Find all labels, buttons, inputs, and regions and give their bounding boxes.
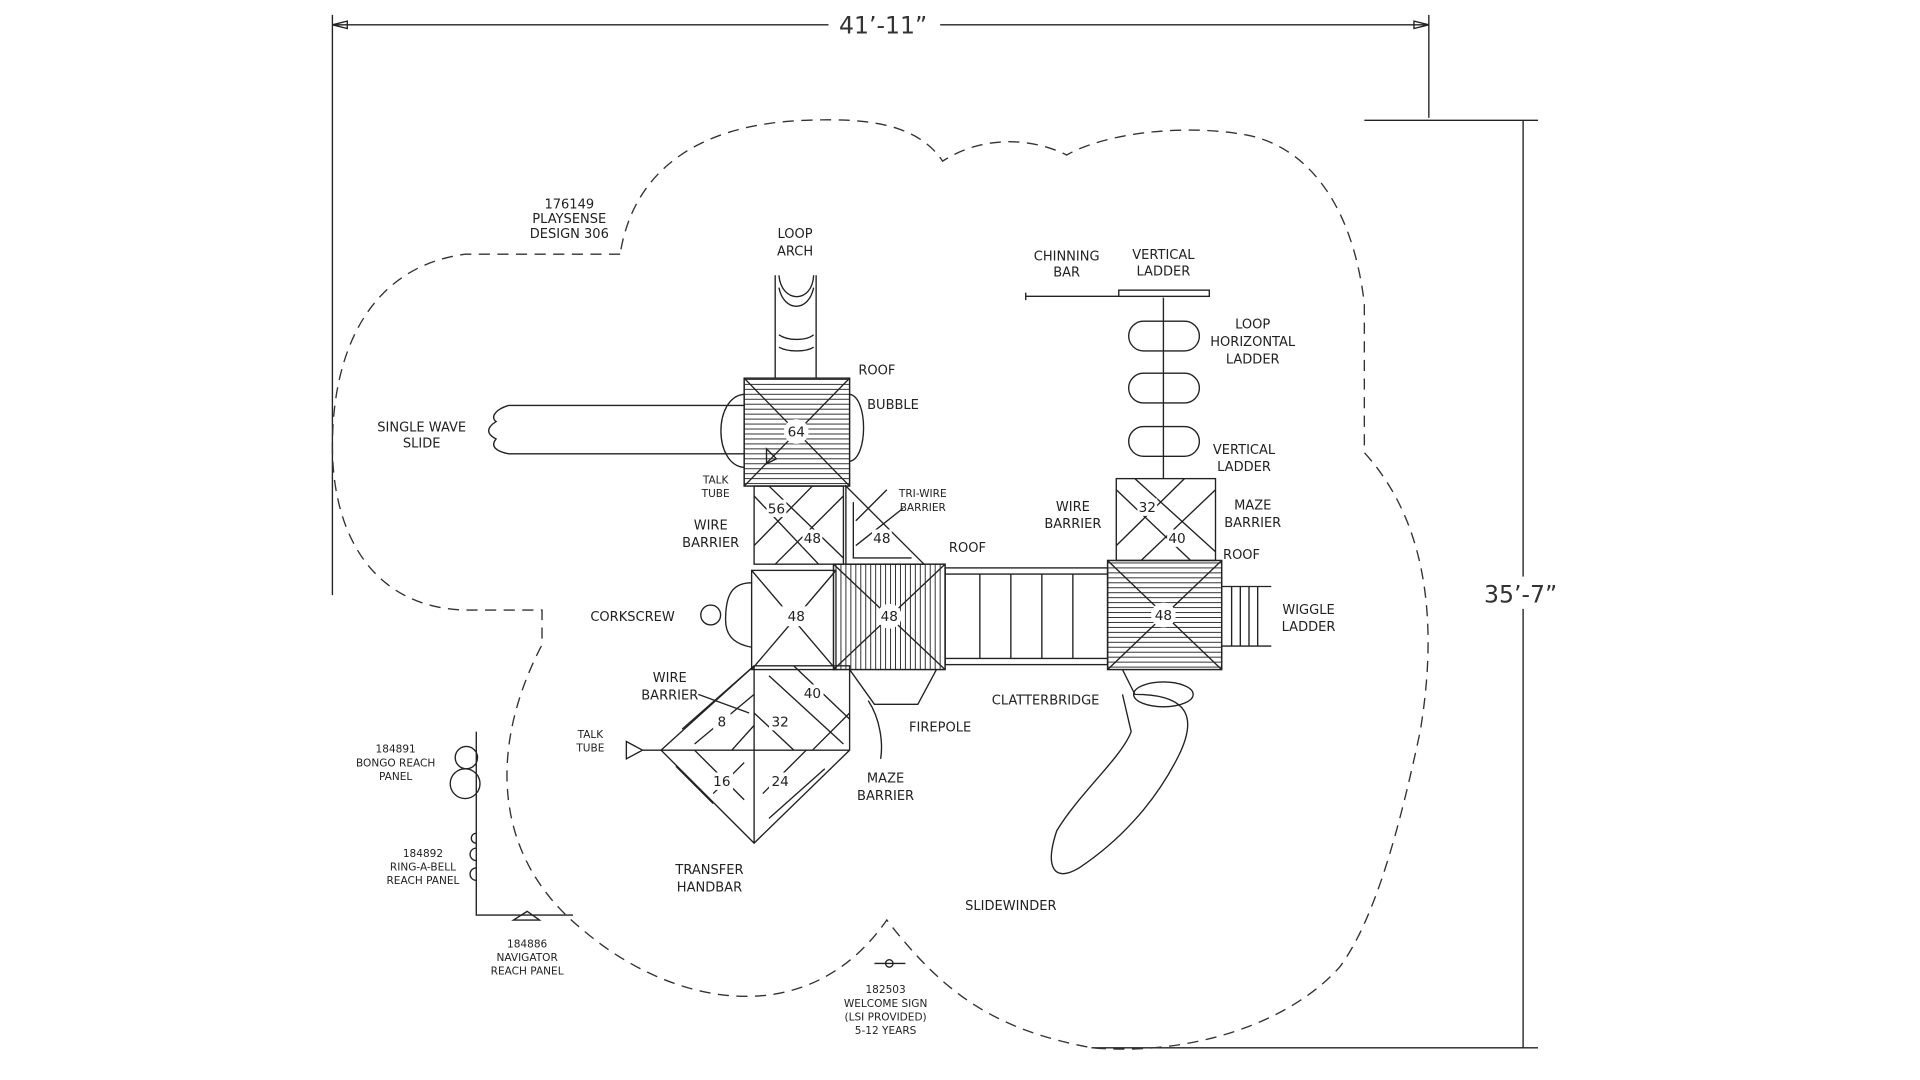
label: WIGGLE — [1282, 603, 1334, 618]
label: FIREPOLE — [909, 721, 971, 736]
loop-arch[interactable] — [774, 275, 817, 379]
deck-height: 32 — [1139, 500, 1156, 516]
roof-48-right[interactable]: 48 — [1106, 559, 1223, 671]
label: BARRIER — [1224, 516, 1281, 531]
label: (LSI PROVIDED) — [844, 1011, 926, 1023]
product-design: DESIGN 306 — [530, 227, 609, 242]
label: PANEL — [379, 771, 412, 783]
height-dimension: 35’-7” — [1091, 119, 1576, 1049]
label: WIRE — [694, 518, 728, 533]
label: SINGLE WAVE — [377, 421, 466, 436]
deck-height: 48 — [804, 531, 821, 547]
label: 184886 — [507, 938, 548, 950]
label: RING-A-BELL — [390, 861, 456, 873]
label: 184892 — [403, 848, 443, 860]
label: LADDER — [1217, 460, 1271, 475]
label: BARRIER — [641, 688, 698, 703]
deck-height: 40 — [804, 686, 821, 702]
label: LADDER — [1282, 620, 1336, 635]
label: SLIDEWINDER — [965, 899, 1056, 914]
label: TALK — [577, 729, 605, 741]
label: BAR — [1053, 266, 1080, 281]
deck-48-corkscrew[interactable]: 48 — [700, 569, 837, 671]
single-wave-slide[interactable] — [488, 393, 745, 469]
label: LOOP — [777, 227, 812, 242]
label: NAVIGATOR — [496, 952, 558, 964]
label: HORIZONTAL — [1210, 335, 1296, 350]
label: LOOP — [1235, 318, 1270, 333]
label: LADDER — [1137, 264, 1191, 279]
label: BONGO REACH — [356, 757, 435, 769]
width-dimension: 41’-11” — [331, 9, 1430, 596]
slidewinder[interactable] — [1050, 669, 1194, 875]
deck-56-48[interactable]: 56 48 — [753, 485, 845, 565]
deck-height: 8 — [718, 715, 727, 731]
label: TUBE — [575, 742, 604, 754]
roof-64[interactable]: 64 — [743, 377, 865, 487]
label: ARCH — [777, 244, 813, 259]
label: BARRIER — [1044, 517, 1101, 532]
label: BUBBLE — [867, 398, 919, 413]
label: REACH PANEL — [491, 966, 564, 978]
product-number: 176149 — [544, 197, 594, 212]
label: CORKSCREW — [590, 610, 675, 625]
deck-32-40[interactable]: 32 40 — [1115, 477, 1217, 562]
label: ROOF — [1223, 548, 1260, 563]
wiggle-ladder[interactable] — [1221, 585, 1272, 647]
label: BARRIER — [682, 536, 739, 551]
label: BARRIER — [857, 789, 914, 804]
loop-horizontal-ladder[interactable] — [1025, 289, 1210, 479]
deck-height: 64 — [788, 424, 805, 440]
label: CLATTERBRIDGE — [992, 693, 1100, 708]
product-line: PLAYSENSE — [532, 212, 606, 227]
label: BARRIER — [900, 502, 947, 514]
welcome-sign — [874, 959, 906, 968]
label: SLIDE — [403, 437, 441, 452]
lower-deck-group[interactable]: 8 32 40 16 24 — [625, 665, 851, 845]
label: HANDBAR — [677, 881, 742, 896]
label: MAZE — [1234, 499, 1271, 514]
deck-height: 48 — [788, 609, 805, 625]
deck-height: 48 — [873, 531, 890, 547]
label: 5-12 YEARS — [855, 1025, 917, 1037]
label: WELCOME SIGN — [844, 998, 928, 1010]
label: ROOF — [949, 541, 986, 556]
label: VERTICAL — [1213, 443, 1276, 458]
deck-height: 48 — [881, 609, 898, 625]
deck-height: 16 — [713, 774, 730, 790]
label: ROOF — [858, 363, 895, 378]
label: WIRE — [1056, 500, 1090, 515]
reach-panels[interactable] — [449, 731, 574, 921]
label: TRI-WIRE — [898, 488, 947, 500]
width-label: 41’-11” — [839, 11, 927, 39]
label: 182503 — [865, 984, 905, 996]
deck-height: 40 — [1168, 531, 1185, 547]
label: TALK — [702, 475, 730, 487]
label: CHINNING — [1034, 249, 1100, 264]
deck-height: 56 — [768, 501, 785, 517]
label: VERTICAL — [1132, 248, 1195, 263]
deck-height: 24 — [771, 774, 788, 790]
label: LADDER — [1226, 352, 1280, 367]
label: REACH PANEL — [386, 875, 459, 887]
label: 184891 — [376, 744, 416, 756]
use-zone-outline — [331, 119, 1429, 1050]
label: TUBE — [701, 488, 730, 500]
label: MAZE — [867, 771, 904, 786]
label: WIRE — [653, 671, 687, 686]
deck-height: 48 — [1155, 608, 1172, 624]
clatterbridge[interactable] — [944, 567, 1109, 666]
label: TRANSFER — [674, 863, 743, 878]
deck-height: 32 — [771, 715, 788, 731]
height-label: 35’-7” — [1484, 581, 1557, 609]
